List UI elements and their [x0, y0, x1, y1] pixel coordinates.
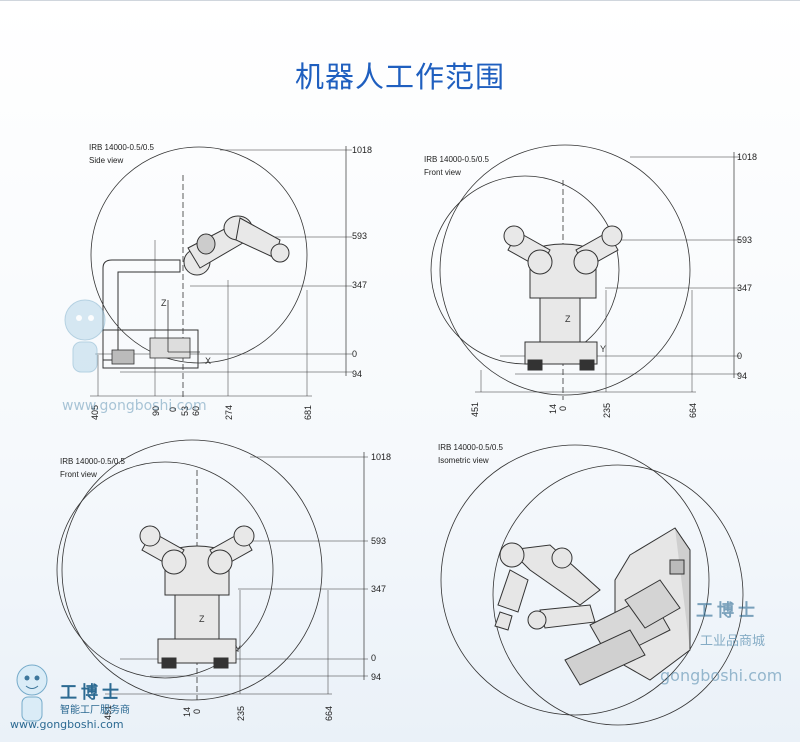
- isometric-view-drawing: [440, 444, 744, 726]
- side-view-panel: Z X IRB 14000-0.5/0.5 Side view 1018 593…: [0, 0, 400, 430]
- side-dim-r1: 593: [352, 231, 368, 241]
- page-title: 机器人工作范围: [294, 60, 505, 94]
- front-top-dim-b2: 0: [558, 405, 568, 411]
- front-bottom-dim-r4: 94: [371, 672, 382, 682]
- iso-view-label: Isometric view: [438, 456, 489, 465]
- watermark-url-left-top: www.gongboshi.com: [62, 398, 207, 414]
- front-bottom-axis-y: Y: [235, 644, 241, 654]
- watermark-url-right: gongboshi.com: [660, 666, 783, 685]
- watermark-url-bottom-left: www.gongboshi.com: [10, 718, 124, 731]
- side-dim-r0: 1018: [352, 145, 373, 155]
- front-bottom-model-label: IRB 14000-0.5/0.5: [60, 457, 125, 466]
- front-top-dim-r4: 94: [737, 371, 748, 381]
- front-view-bottom-panel: Z Y IRB 14000-0.5/0.5 Front view 1018 59…: [0, 430, 400, 742]
- front-top-dim-b4: 664: [688, 402, 698, 418]
- front-bottom-axis-z: Z: [199, 614, 205, 624]
- front-bottom-dim-b4: 664: [324, 705, 334, 721]
- side-axis-z: Z: [161, 298, 167, 308]
- side-axis-x: X: [205, 356, 211, 366]
- front-top-model-label: IRB 14000-0.5/0.5: [424, 155, 489, 164]
- front-bottom-dim-r1: 593: [371, 536, 387, 546]
- mascot-icon: [16, 664, 48, 722]
- front-top-view-label: Front view: [424, 168, 461, 177]
- front-top-dim-r2: 347: [737, 283, 753, 293]
- front-top-dim-b0: 451: [470, 401, 480, 417]
- side-dim-r2: 347: [352, 280, 368, 290]
- watermark-sub-right: 工业品商城: [700, 634, 766, 649]
- side-model-label: IRB 14000-0.5/0.5: [89, 143, 154, 152]
- watermark-mascot-bottom-left: [10, 660, 55, 725]
- isometric-view-panel: IRB 14000-0.5/0.5 Isometric view: [400, 430, 800, 742]
- side-view-drawing: Z X: [90, 146, 352, 400]
- side-dim-r3: 0: [352, 349, 358, 359]
- side-dim-b6: 681: [303, 404, 313, 420]
- front-top-axis-z: Z: [565, 314, 571, 324]
- side-view-label: Side view: [89, 156, 124, 165]
- top-divider: [0, 0, 800, 1]
- front-bottom-dim-r2: 347: [371, 584, 387, 594]
- side-dim-r4: 94: [352, 369, 363, 379]
- front-view-top-drawing: Z Y: [430, 144, 740, 400]
- front-top-axis-y: Y: [600, 344, 606, 354]
- mascot-icon: [64, 299, 106, 373]
- side-dim-b5: 274: [224, 404, 234, 420]
- front-view-bottom-drawing: Z Y: [56, 439, 368, 701]
- front-bottom-view-label: Front view: [60, 470, 97, 479]
- watermark-brand-bottom-left: 工博士: [60, 683, 123, 703]
- watermark-mascot-left-top: [55, 290, 115, 390]
- front-top-dim-r1: 593: [737, 235, 753, 245]
- watermark-brand-right: 工博士: [696, 601, 759, 621]
- front-bottom-dim-r0: 1018: [371, 452, 392, 462]
- front-top-dim-r3: 0: [737, 351, 743, 361]
- front-bottom-dim-r3: 0: [371, 653, 377, 663]
- front-bottom-dim-b3: 235: [236, 705, 246, 721]
- iso-model-label: IRB 14000-0.5/0.5: [438, 443, 503, 452]
- front-top-dim-r0: 1018: [737, 152, 758, 162]
- watermark-sub-bottom-left: 智能工厂服务商: [60, 705, 130, 716]
- front-top-dim-b3: 235: [602, 402, 612, 418]
- front-top-dim-b1: 14: [548, 403, 558, 414]
- front-bottom-dim-b2: 0: [192, 708, 202, 714]
- front-bottom-dim-b1: 14: [182, 706, 192, 717]
- front-view-top-panel: Z Y IRB 14000-0.5/0.5 Front view 1018 59…: [400, 0, 800, 430]
